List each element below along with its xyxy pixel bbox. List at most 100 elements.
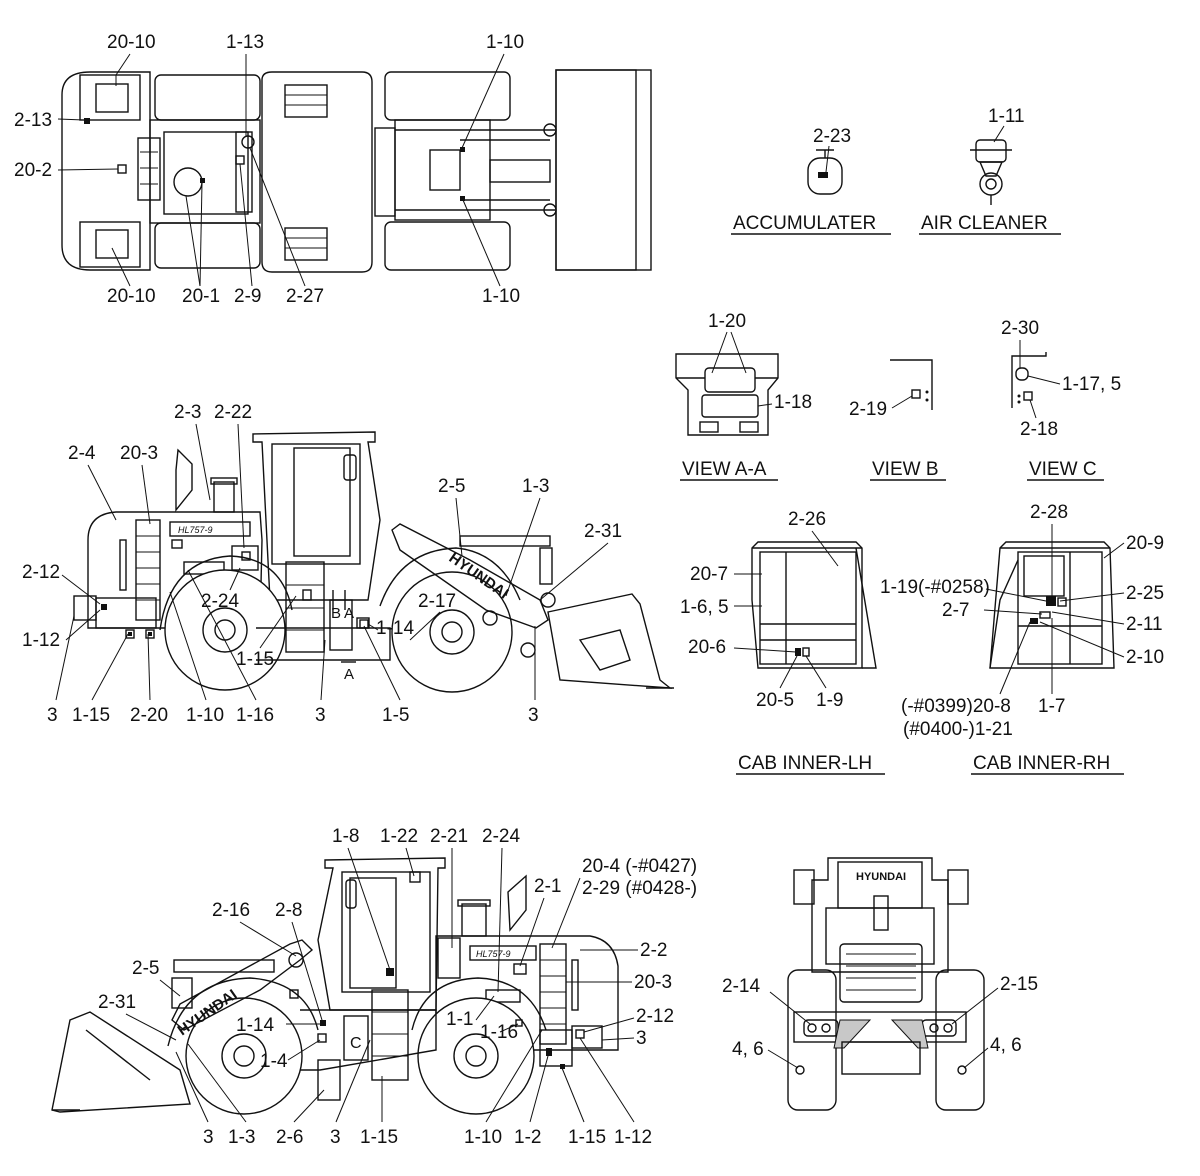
label-2-31-left: 2-31 [584,521,622,542]
label-2-1: 2-1 [534,876,561,897]
label-2-21: 2-21 [430,826,468,847]
label-20-2: 20-2 [14,160,52,181]
label-2-13: 2-13 [14,110,52,131]
label-2-2: 2-2 [640,940,667,961]
label-1-18: 1-18 [774,392,812,413]
label-1-10-bottom: 1-10 [482,286,520,307]
label-2-5-left: 2-5 [438,476,465,497]
label-20-7: 20-7 [690,564,728,585]
label-1-14-left: 1-14 [376,618,414,639]
label-2-20: 2-20 [130,705,168,726]
label-2-23: 2-23 [813,126,851,147]
label-1-5: 1-5 [382,705,409,726]
label-2-27: 2-27 [286,286,324,307]
label-20-9: 20-9 [1126,533,1164,554]
section-mark-b: B [331,605,341,622]
label-2-24-right: 2-24 [482,826,520,847]
label-1-1: 1-1 [446,1009,473,1030]
label-1-12-left: 1-12 [22,630,60,651]
label-1-16-right: 1-16 [480,1022,518,1043]
caption-view-aa: VIEW A-A [682,459,767,480]
label-1-3-left: 1-3 [522,476,549,497]
label-1-22: 1-22 [380,826,418,847]
right-side-labels: 1-8 1-22 2-21 2-24 20-4 (-#0427) 2-29 (#… [98,826,697,1148]
left-side-view: HL757-9 HYUNDAI [73,431,674,693]
cab-inner-rh: 2-28 20-9 1-19(-#0258) 2-25 2-7 2-11 2-1… [880,502,1164,775]
label-3-left-a: 3 [47,705,58,726]
label-2-16: 2-16 [212,900,250,921]
label-1-8: 1-8 [332,826,359,847]
label-3-right-b: 3 [203,1127,214,1148]
label-2-10: 2-10 [1126,647,1164,668]
label-1-4: 1-4 [260,1051,288,1072]
label-2-9: 2-9 [234,286,261,307]
caption-cab-inner-rh: CAB INNER-RH [973,753,1110,774]
label-3-right-a: 3 [636,1028,647,1049]
label-3-right-c: 3 [330,1127,341,1148]
label-1-21: (#0400-)1-21 [903,719,1013,740]
brand-logo-rear: HYUNDAI [856,871,906,883]
label-1-9: 1-9 [816,690,843,711]
caption-view-b: VIEW B [872,459,939,480]
label-1-11: 1-11 [988,106,1025,127]
model-badge-left: HL757-9 [178,525,213,535]
label-2-28: 2-28 [1030,502,1068,523]
label-2-11: 2-11 [1126,614,1163,635]
label-4-6-left: 4, 6 [732,1039,764,1060]
label-1-15-right-a: 1-15 [360,1127,398,1148]
label-2-3: 2-3 [174,402,201,423]
air-cleaner-detail: 1-11 AIR CLEANER [919,106,1061,235]
label-2-31-right: 2-31 [98,992,136,1013]
caption-accumulater: ACCUMULATER [733,213,876,234]
label-1-16-left: 1-16 [236,705,274,726]
label-2-7: 2-7 [942,600,969,621]
section-mark-a-bottom: A [344,666,354,683]
cab-inner-lh: 2-26 20-7 1-6, 5 20-6 20-5 1-9 CAB INNER… [680,509,885,775]
label-1-7: 1-7 [1038,696,1065,717]
section-mark-a-top: A [344,605,354,622]
label-1-15-left-a: 1-15 [236,649,274,670]
label-20-1: 20-1 [182,286,220,307]
section-mark-c: C [350,1035,362,1052]
label-1-19: 1-19(-#0258) [880,577,990,598]
label-20-4: 20-4 (-#0427) [582,856,697,877]
label-1-10-top: 1-10 [486,32,524,53]
label-2-12-left: 2-12 [22,562,60,583]
label-1-17-5: 1-17, 5 [1062,374,1121,395]
caption-air-cleaner: AIR CLEANER [921,213,1048,234]
label-2-25: 2-25 [1126,583,1164,604]
label-2-30: 2-30 [1001,318,1039,339]
label-2-4: 2-4 [68,443,96,464]
model-badge-right: HL757-9 [476,949,511,959]
label-2-19: 2-19 [849,399,887,420]
label-20-3-right: 20-3 [634,972,672,993]
label-4-6-right: 4, 6 [990,1035,1022,1056]
label-2-6: 2-6 [276,1127,303,1148]
label-1-10-right: 1-10 [464,1127,502,1148]
label-1-20: 1-20 [708,311,746,332]
top-view [61,69,652,273]
rear-view: HYUNDAI 2-14 2-15 4, 6 4, 6 [722,857,1038,1111]
right-side-view: HL757-9 C HYUNDAI [51,857,619,1115]
label-2-26: 2-26 [788,509,826,530]
label-2-22: 2-22 [214,402,252,423]
view-aa: 1-20 1-18 VIEW A-A [675,311,812,481]
accumulator-detail: 2-23 ACCUMULATER [731,126,891,235]
caption-cab-inner-lh: CAB INNER-LH [738,753,872,774]
label-1-15-right-b: 1-15 [568,1127,606,1148]
label-1-14-right: 1-14 [236,1015,274,1036]
label-20-10-top: 20-10 [107,32,156,53]
label-2-29: 2-29 (#0428-) [582,878,697,899]
label-1-3-right: 1-3 [228,1127,255,1148]
label-20-5: 20-5 [756,690,794,711]
label-2-24-left: 2-24 [201,591,239,612]
label-1-12-right: 1-12 [614,1127,652,1148]
view-c: 2-30 1-17, 5 2-18 VIEW C [1001,318,1121,481]
top-view-labels: 20-10 1-13 1-10 2-13 20-2 20-10 20-1 2-9… [14,32,524,307]
label-1-10-left: 1-10 [186,705,224,726]
label-3-left-b: 3 [315,705,326,726]
label-1-13: 1-13 [226,32,264,53]
label-2-14: 2-14 [722,976,760,997]
label-1-2: 1-2 [514,1127,541,1148]
label-2-18: 2-18 [1020,419,1058,440]
